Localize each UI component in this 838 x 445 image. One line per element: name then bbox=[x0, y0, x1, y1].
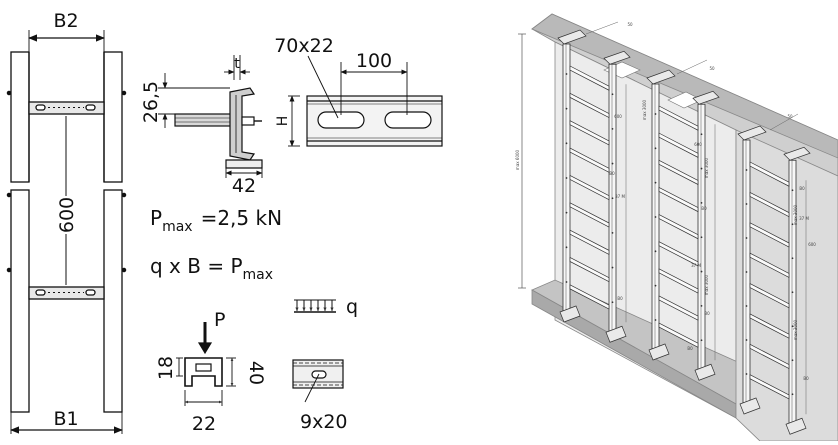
rail-side-view bbox=[306, 55, 443, 147]
iso-dim-label-13: B0 bbox=[609, 171, 615, 176]
iso-ladder-middle-rung-5 bbox=[658, 213, 699, 240]
qb-formula: q x B = Pmax bbox=[150, 254, 273, 283]
iso-dim-label-5: max 3000 bbox=[793, 204, 798, 225]
h-label: H bbox=[275, 116, 291, 127]
isometric-labels: 50 50 50 max 6000 max 3000 max 3000 max 3000 ma… bbox=[515, 22, 816, 381]
iso-tag-2: 50 bbox=[709, 66, 715, 71]
right-rail-upper bbox=[103, 51, 123, 183]
right-rail-lower bbox=[103, 189, 123, 413]
rung-plan-view bbox=[292, 359, 344, 403]
iso-ladder-right-rung-6 bbox=[749, 313, 790, 339]
iso-dim-label-17: B0 bbox=[687, 346, 693, 351]
iso-dim-label-18: B0 bbox=[799, 186, 805, 191]
iso-ladder-right-rung-5 bbox=[749, 282, 790, 309]
rung-width-label: 22 bbox=[192, 413, 216, 435]
iso-ladder-left-rung-9 bbox=[569, 284, 610, 310]
rung-outer-height-label: 40 bbox=[245, 361, 267, 385]
iso-ladder-middle-top-bracket bbox=[646, 69, 676, 85]
iso-ladder-middle-rung-8 bbox=[658, 295, 699, 321]
iso-dim-label-1: max 6000 bbox=[515, 149, 520, 170]
upper-rung bbox=[28, 101, 105, 115]
iso-ladder-right-top-bracket bbox=[737, 125, 767, 141]
isometric-view bbox=[518, 13, 838, 442]
iso-dim-label-9: 37 M bbox=[799, 216, 809, 221]
isometric-ladders bbox=[557, 21, 811, 435]
ladder-cross-section bbox=[158, 55, 300, 178]
iso-dim-label-7: 37 M bbox=[615, 194, 625, 199]
rung-spacing-label: 600 bbox=[56, 197, 78, 233]
iso-ladder-left-rung-6 bbox=[569, 202, 610, 228]
iso-ladder-left-rung-1 bbox=[569, 65, 610, 91]
iso-dim-label-3: max 3000 bbox=[704, 157, 709, 178]
iso-dim-label-2: max 3000 bbox=[642, 99, 647, 120]
section-height-label: 26,5 bbox=[140, 81, 162, 123]
left-rail-upper bbox=[10, 51, 30, 183]
iso-ladder-left-rung-7 bbox=[569, 229, 610, 255]
iso-ladder-middle-rung-7 bbox=[658, 268, 699, 294]
rung-height-label: 18 bbox=[155, 356, 177, 380]
iso-ladder-middle-rung-6 bbox=[658, 241, 699, 267]
iso-ladder-middle-rung-1 bbox=[658, 105, 699, 131]
iso-ladder-middle-rung-4 bbox=[658, 186, 699, 213]
iso-ladder-left-top-bracket bbox=[557, 29, 587, 45]
iso-dim-label-8: 37 M bbox=[691, 263, 701, 268]
iso-ladder-middle-rung-2 bbox=[658, 132, 699, 158]
iso-dim-label-11: 600 bbox=[694, 142, 702, 147]
iso-ladder-left-rung-4 bbox=[569, 147, 610, 173]
hole-size-label: 9x20 bbox=[300, 411, 348, 433]
distributed-load-symbol bbox=[294, 299, 336, 313]
iso-ladder-right-rung-1 bbox=[749, 161, 790, 187]
iso-ladder-left-rung-8 bbox=[569, 256, 610, 283]
b1-label: B1 bbox=[53, 408, 78, 430]
iso-dim-label-6: max 3000 bbox=[793, 319, 798, 340]
left-rail-lower bbox=[10, 189, 30, 413]
iso-tag-1: 50 bbox=[627, 22, 633, 27]
iso-ladder-middle-floor-bracket bbox=[648, 343, 670, 361]
iso-ladder-right-floor-bracket bbox=[739, 397, 761, 415]
pmax-formula: Pmax=2,5 kN bbox=[150, 206, 282, 235]
iso-ladder-middle-rung-3 bbox=[658, 159, 699, 186]
iso-ladder-left-rung-3 bbox=[569, 120, 610, 146]
iso-ladder-right-rung-3 bbox=[749, 222, 790, 248]
iso-ladder-right-rung-4 bbox=[749, 252, 790, 278]
iso-ladder-right-rung-8 bbox=[749, 374, 790, 400]
iso-dim-label-12: 600 bbox=[808, 242, 816, 247]
udl-label: q bbox=[346, 296, 358, 318]
iso-ladder-left-floor-bracket bbox=[559, 305, 581, 323]
iso-dim-label-16: B0 bbox=[704, 311, 710, 316]
section-width-label: 42 bbox=[232, 175, 256, 197]
iso-ladder-left-rung-5 bbox=[569, 174, 610, 201]
ladder-front-view bbox=[6, 30, 127, 434]
iso-dim-label-4: max 3000 bbox=[704, 274, 709, 295]
iso-ladder-middle-rung-9 bbox=[658, 322, 699, 348]
thickness-label: t bbox=[234, 56, 240, 72]
iso-dim-label-15: B0 bbox=[701, 206, 707, 211]
rail-slot-2 bbox=[384, 111, 432, 129]
iso-ladder-left-rung-2 bbox=[569, 92, 610, 119]
iso-tag-3: 50 bbox=[787, 114, 793, 119]
lower-rung bbox=[28, 286, 105, 300]
rung-section bbox=[176, 322, 236, 406]
iso-dim-label-10: 600 bbox=[614, 114, 622, 119]
iso-ladder-right-rung-2 bbox=[749, 191, 790, 218]
iso-ladder-right-rung-7 bbox=[749, 343, 790, 370]
iso-dim-label-14: B0 bbox=[617, 296, 623, 301]
slot-pitch-label: 100 bbox=[356, 50, 392, 72]
b2-label: B2 bbox=[53, 10, 78, 32]
slot-size-label: 70x22 bbox=[274, 35, 334, 57]
iso-dim-label-19: B0 bbox=[803, 376, 809, 381]
load-label: P bbox=[214, 309, 225, 331]
